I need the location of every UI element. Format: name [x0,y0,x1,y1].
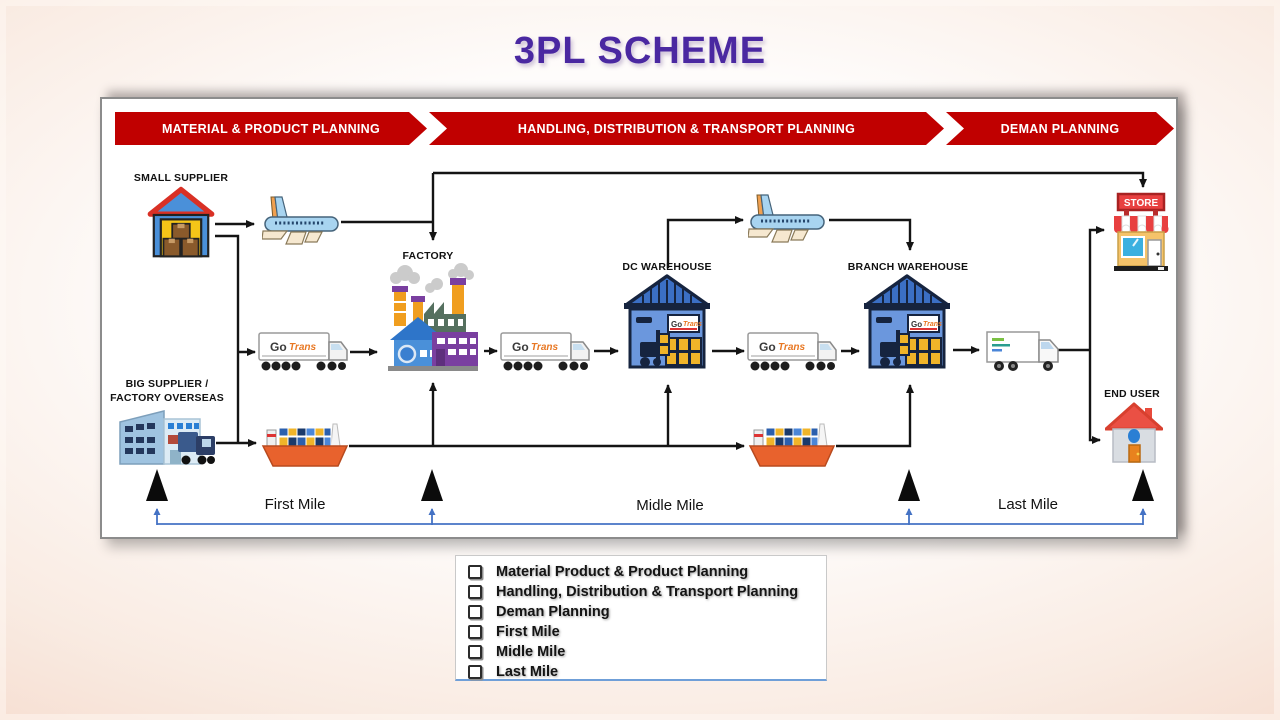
store-icon: STORE [1112,192,1170,277]
warehouse-sign-go: Go [911,320,922,329]
end-user-house-icon [1104,402,1164,469]
truck-logo-go: Go [512,340,529,354]
checkbox-icon [468,625,482,639]
big-supplier-label-line2: FACTORY OVERSEAS [110,392,224,404]
banner-label: DEMAN PLANNING [1000,121,1120,136]
gotrans-truck-icon-2: Go Trans [500,328,595,381]
cargo-ship-icon-1 [261,418,349,473]
banner-deman-planning: DEMAN PLANNING [946,112,1174,145]
banner-label: MATERIAL & PRODUCT PLANNING [161,121,381,136]
big-supplier-label-line1: BIG SUPPLIER / [125,378,209,390]
checkbox-icon [468,665,482,679]
legend-item-label: Handling, Distribution & Transport Plann… [496,584,799,600]
warehouse-sign-trans: Trans [923,321,942,328]
truck-logo-trans: Trans [531,342,558,353]
branch-warehouse-icon: Go Trans [862,272,952,377]
end-user-label: END USER [1104,388,1160,400]
cargo-ship-icon-2 [748,418,836,473]
checkbox-icon [468,565,482,579]
legend-item: First Mile [466,622,826,642]
legend-item: Handling, Distribution & Transport Plann… [466,582,826,602]
warehouse-sign-trans: Trans [683,321,702,328]
truck-logo-go: Go [270,340,287,354]
midle-mile-label: Midle Mile [636,497,704,514]
factory-label: FACTORY [402,250,454,262]
last-mile-label: Last Mile [997,496,1059,513]
legend-item-label: Material Product & Product Planning [496,564,749,580]
dc-warehouse-icon: Go Trans [622,272,712,377]
banner-handling-distribution-transport: HANDLING, DISTRIBUTION & TRANSPORT PLANN… [429,112,944,145]
delivery-box-truck-icon [985,328,1060,379]
truck-logo-trans: Trans [778,342,805,353]
banner-material-product-planning: MATERIAL & PRODUCT PLANNING [115,112,427,145]
truck-logo-go: Go [759,340,776,354]
branch-warehouse-label: BRANCH WAREHOUSE [847,261,969,273]
checkbox-icon [468,585,482,599]
legend-item-label: First Mile [496,624,560,640]
legend-item-label: Deman Planning [496,604,610,620]
gotrans-truck-icon-1: Go Trans [258,328,353,381]
legend-item: Last Mile [466,662,826,682]
big-supplier-icon [118,406,218,473]
small-supplier-icon [142,186,220,263]
checkbox-icon [468,605,482,619]
legend-item-label: Midle Mile [496,644,566,660]
legend-item-label: Last Mile [496,664,559,680]
truck-logo-trans: Trans [289,342,316,353]
checkbox-icon [468,645,482,659]
dc-warehouse-label: DC WAREHOUSE [622,261,712,273]
first-mile-label: First Mile [264,496,326,513]
legend-item: Material Product & Product Planning [466,562,826,582]
legend: Material Product & Product Planning Hand… [455,555,827,681]
factory-icon [380,262,480,377]
legend-item: Midle Mile [466,642,826,662]
store-sign-label: STORE [1124,198,1159,209]
warehouse-sign-go: Go [671,320,682,329]
airplane-icon-first-mile [261,196,342,253]
legend-item: Deman Planning [466,602,826,622]
banner-label: HANDLING, DISTRIBUTION & TRANSPORT PLANN… [517,121,856,136]
page-title: 3PL SCHEME [513,30,767,72]
gotrans-truck-icon-3: Go Trans [747,328,842,381]
small-supplier-label: SMALL SUPPLIER [133,172,229,184]
airplane-icon-midle-mile [747,194,828,251]
